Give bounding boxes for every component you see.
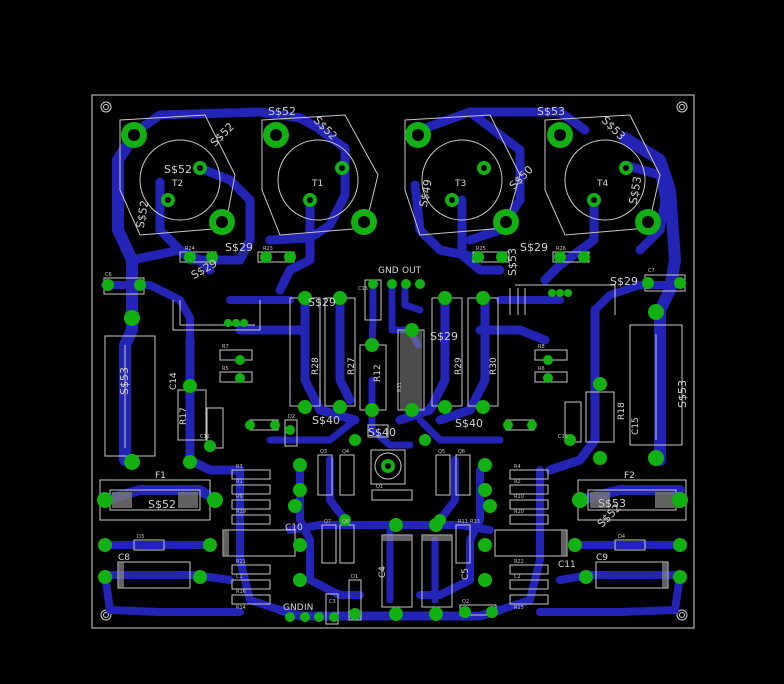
small-label: R13	[470, 519, 480, 525]
mounting-holes	[100, 101, 688, 621]
small-label: R19	[236, 509, 246, 515]
small-label: R10	[514, 494, 524, 500]
footer-gnd-label: GND	[283, 603, 304, 613]
part-label: R12	[373, 364, 383, 382]
small-label: R1	[236, 479, 243, 485]
small-label: R22	[514, 559, 524, 565]
part-label: R17	[179, 407, 189, 425]
header-gnd-label: GND	[378, 266, 399, 276]
small-label: R2	[514, 479, 521, 485]
part-label: R18	[617, 402, 627, 420]
small-label: D1	[351, 574, 358, 580]
small-label: C16	[358, 286, 368, 292]
part-label: C5	[461, 568, 471, 580]
small-label: D3	[137, 534, 144, 540]
part-label: F2	[624, 471, 635, 481]
part-label: F1	[155, 471, 166, 481]
net-label: S$53	[627, 175, 645, 205]
part-label: R29	[454, 357, 464, 375]
small-label: Q2	[462, 599, 469, 605]
small-label: R16	[236, 589, 246, 595]
small-label: R9	[236, 494, 243, 500]
part-label: C9	[596, 553, 608, 563]
part-label: C8	[118, 553, 130, 563]
net-label: S$29	[610, 275, 638, 288]
net-label: S$53	[598, 497, 626, 510]
small-label: R6	[538, 366, 545, 372]
net-label: S$40	[368, 426, 396, 439]
part-label: R30	[489, 357, 499, 375]
capacitor-fills	[118, 530, 668, 588]
net-label: S$29	[308, 296, 336, 309]
part-label: R28	[311, 357, 321, 375]
part-label: T3	[454, 179, 466, 189]
part-label: C10	[285, 523, 303, 533]
small-label: R21	[236, 559, 246, 565]
small-label: C7	[648, 268, 655, 274]
net-label: S$52	[164, 163, 192, 176]
connector-pads	[285, 279, 425, 622]
net-label: S$29	[520, 241, 548, 254]
small-label: R5	[222, 366, 229, 372]
small-label: D2	[288, 414, 295, 420]
small-label: R14	[236, 605, 246, 611]
small-label: R4	[514, 464, 521, 470]
board-outline	[91, 94, 695, 629]
small-label: R20	[514, 509, 524, 515]
part-label: R27	[347, 357, 357, 375]
net-label: S$40	[312, 414, 340, 427]
small-label: D4	[618, 534, 625, 540]
component-pads	[97, 251, 688, 621]
net-label: S$40	[455, 417, 483, 430]
part-label: T4	[596, 179, 608, 189]
net-label: S$29	[430, 330, 458, 343]
small-label: C3	[329, 599, 336, 605]
footer-in-label: IN	[304, 603, 313, 613]
small-label: Q4	[342, 449, 349, 455]
small-label: C12	[200, 434, 210, 440]
small-label: R3	[236, 464, 243, 470]
small-label: R23	[263, 246, 273, 252]
net-label: S$53	[118, 367, 131, 395]
small-label: C6	[105, 272, 112, 278]
part-label: C11	[558, 560, 576, 570]
net-label: S$53	[676, 380, 689, 408]
small-label: Q7	[324, 519, 331, 525]
net-label: S$29	[225, 241, 253, 254]
transistor-pads	[121, 122, 661, 235]
small-label: Q8	[342, 519, 349, 525]
net-label: S$52	[268, 105, 296, 118]
r31-highlight	[400, 330, 422, 410]
small-label: Q1	[376, 484, 383, 490]
small-label: C1	[236, 574, 243, 580]
net-label: S$52	[134, 199, 152, 229]
net-label: S$53	[537, 105, 565, 118]
small-label: R7	[222, 344, 229, 350]
part-label: C14	[169, 372, 179, 390]
small-label: Q5	[438, 449, 445, 455]
small-label: R15	[514, 605, 524, 611]
small-label: Q6	[458, 449, 465, 455]
part-label: T2	[171, 179, 183, 189]
small-label: R26	[556, 246, 566, 252]
net-label: S$49	[417, 178, 435, 208]
small-label: Q3	[320, 449, 327, 455]
trimmer-potentiometer	[370, 449, 406, 485]
part-label: C4	[378, 566, 388, 578]
small-label: R25	[476, 246, 486, 252]
part-label: T1	[311, 179, 323, 189]
header-out-label: OUT	[402, 266, 422, 276]
part-label: C15	[631, 417, 641, 435]
net-label: S$53	[506, 248, 519, 276]
small-label: C2	[514, 574, 521, 580]
part-label: R31	[397, 382, 403, 392]
small-label: R24	[185, 246, 195, 252]
fuse-body-fills	[112, 492, 675, 508]
small-ref-labels: R24 R23 R25 R26 C6 C7 C16 C12 C13 R7 R8 …	[105, 246, 655, 611]
small-label: R11	[458, 519, 468, 525]
net-label: S$52	[148, 498, 176, 511]
small-label: R8	[538, 344, 545, 350]
small-label: C13	[558, 434, 568, 440]
